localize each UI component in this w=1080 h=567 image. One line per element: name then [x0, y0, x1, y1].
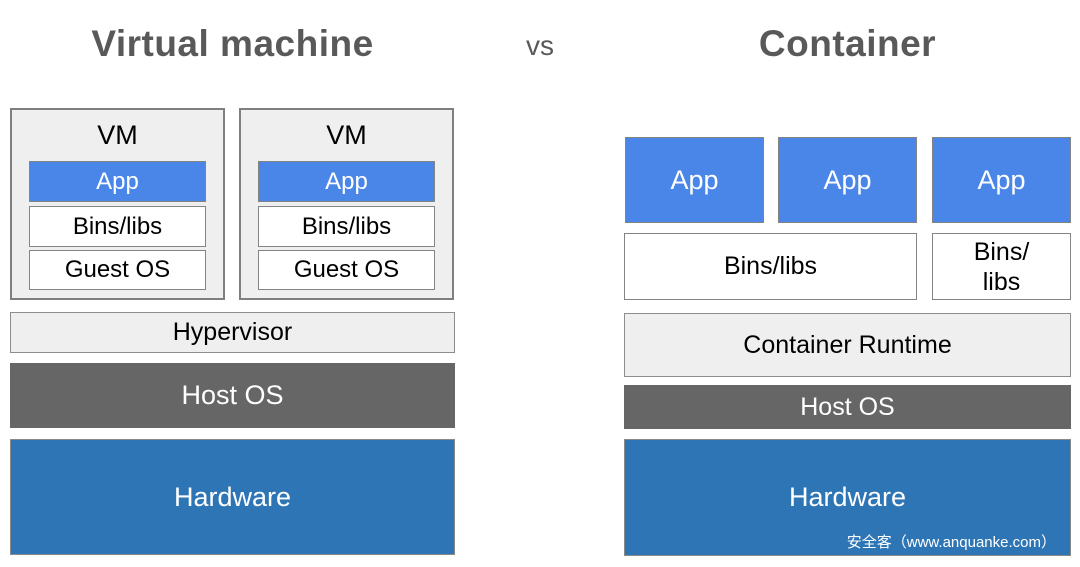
container-bins-libs-single: Bins/ libs: [932, 233, 1071, 300]
bins-narrow-line1: Bins/: [973, 237, 1030, 266]
vm2-app-layer: App: [258, 161, 435, 202]
container-host-os-layer: Host OS: [624, 385, 1071, 429]
vm1-guest-os-layer: Guest OS: [29, 250, 206, 290]
vm-host-os-layer: Host OS: [10, 363, 455, 428]
vm1-bins-libs-layer: Bins/libs: [29, 206, 206, 247]
container-runtime-layer: Container Runtime: [624, 313, 1071, 377]
container-app-3: App: [932, 137, 1071, 223]
vs-divider-label: vs: [526, 30, 554, 61]
vm-box-2: VM App Bins/libs Guest OS: [239, 108, 454, 300]
vm-box-1: VM App Bins/libs Guest OS: [10, 108, 225, 300]
virtual-machine-title: Virtual machine: [91, 23, 374, 64]
vm-label: VM: [97, 119, 138, 150]
vm-label: VM: [326, 119, 367, 150]
bins-narrow-line2: libs: [982, 267, 1021, 296]
container-hardware-layer: Hardware 安全客（www.anquanke.com）: [624, 439, 1071, 556]
container-bins-libs-shared: Bins/libs: [624, 233, 917, 300]
container-app-2: App: [778, 137, 917, 223]
hardware-label: Hardware: [788, 482, 907, 512]
vm1-app-layer: App: [29, 161, 206, 202]
container-app-1: App: [625, 137, 764, 223]
hypervisor-layer: Hypervisor: [10, 312, 455, 353]
container-title: Container: [758, 23, 937, 64]
vm-hardware-layer: Hardware: [10, 439, 455, 555]
vm2-bins-libs-layer: Bins/libs: [258, 206, 435, 247]
vm2-guest-os-layer: Guest OS: [258, 250, 435, 290]
anquanke-watermark: 安全客（www.anquanke.com）: [846, 534, 1056, 551]
